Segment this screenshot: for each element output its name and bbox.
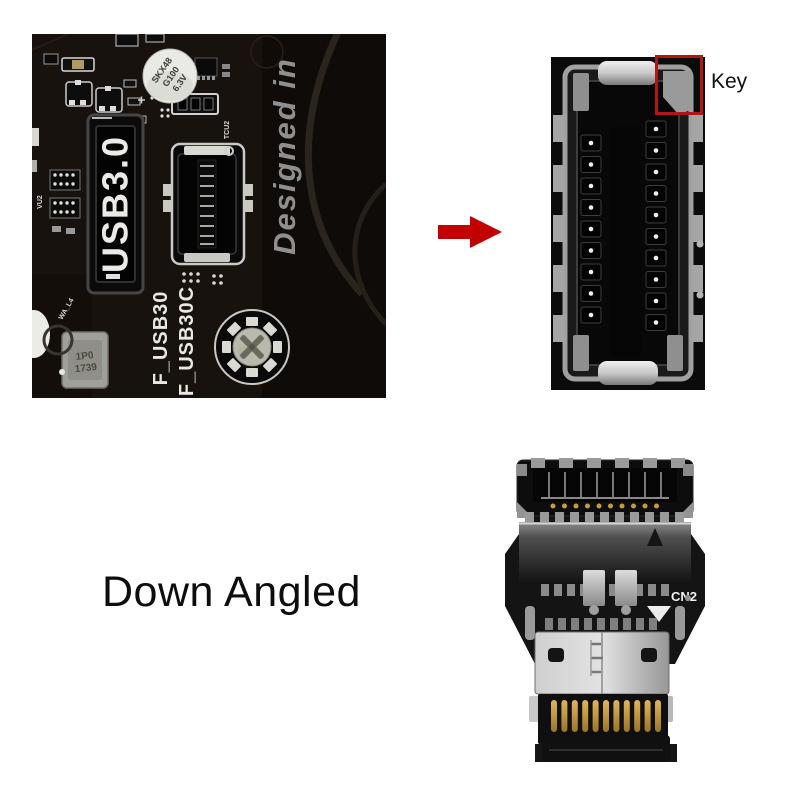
header-connector-label: USB3.0 [95, 135, 136, 273]
inductor: 1P0 1739 [61, 331, 109, 389]
inductor-marking-line2: 1739 [74, 362, 98, 375]
key-notch [663, 71, 692, 115]
usb3-header-connector: USB3.0 [86, 113, 145, 295]
metal-clips [583, 570, 637, 615]
metal-tab-bottom [598, 361, 658, 385]
receptacle-gold-contacts [550, 503, 659, 509]
micro-label-vu2: VU2 [37, 195, 44, 209]
left-ic-chips [32, 128, 81, 234]
plug-pin-housing [529, 694, 673, 744]
teeth-band-upper [525, 512, 684, 524]
type-e-male-plug [534, 631, 670, 695]
orientation-triangle-up [647, 528, 663, 546]
inductor-marking-line1: 1P0 [75, 350, 94, 363]
screw [214, 309, 290, 385]
cn2-port-label: CN2 [671, 589, 697, 604]
micro-label-tcu2: TCU2 [224, 121, 231, 139]
type-e-socket [163, 142, 253, 285]
header-closeup-photo [551, 57, 705, 390]
down-angled-label: Down Angled [102, 568, 361, 616]
adapter-top-receptacle [516, 458, 694, 518]
type-e-receptacle-top-view [553, 61, 704, 385]
key-label: Key [711, 70, 748, 93]
right-arrow-shape [438, 216, 502, 248]
motherboard-photo: SKX48 G100 6.3V USB3.0 [32, 34, 386, 398]
plug-bottom-cap [535, 735, 677, 762]
teeth-band-lower [545, 618, 657, 630]
key-highlight-box [655, 55, 703, 115]
designed-in-text: Designed in [267, 57, 302, 255]
header-closeup-art [551, 57, 705, 390]
solder-pads [182, 272, 223, 285]
adapter-photo: CN2 [505, 458, 705, 763]
pin-slots-right [645, 120, 667, 331]
capacitor: SKX48 G100 6.3V [138, 48, 198, 104]
silkscreen-label-fusb30c: F_USB30C [176, 286, 198, 396]
metal-tab-top [598, 61, 658, 85]
pin-slots-left [580, 134, 602, 324]
adapter-art: CN2 [505, 458, 705, 762]
right-arrow-icon [436, 213, 504, 251]
silkscreen-label-fusb30: F_USB30 [150, 291, 172, 386]
key-highlight-rect [655, 55, 703, 115]
gold-pins [551, 700, 661, 732]
side-solder-pads [553, 115, 703, 342]
motherboard-photo-art: SKX48 G100 6.3V USB3.0 [32, 34, 386, 398]
polarity-mark [138, 96, 145, 104]
orientation-triangle-down [647, 606, 671, 622]
